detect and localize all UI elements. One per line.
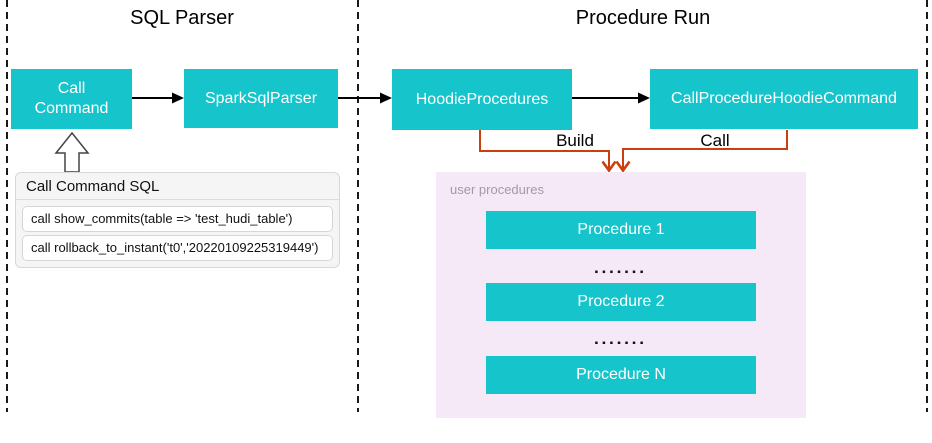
- section-divider-middle: [357, 0, 359, 412]
- section-title-procedure-run: Procedure Run: [575, 7, 711, 29]
- sql-panel-title: Call Command SQL: [16, 173, 339, 200]
- user-procedures-label: user procedures: [450, 182, 544, 197]
- node-procedure-1: Procedure 1: [486, 211, 756, 249]
- arrow-call-command-to-parser-icon: [132, 92, 184, 104]
- node-spark-sql-parser: SparkSqlParser: [184, 69, 338, 128]
- hollow-up-arrow-icon: [54, 131, 90, 173]
- call-edge-label: Call: [700, 131, 730, 150]
- node-procedure-n: Procedure N: [486, 356, 756, 394]
- sql-row-rollback-to-instant: call rollback_to_instant('t0','202201092…: [22, 235, 333, 261]
- arrow-parser-to-hoodie-procedures-icon: [338, 92, 392, 104]
- call-command-sql-panel: Call Command SQL call show_commits(table…: [15, 172, 340, 268]
- user-procedures-panel: user procedures Procedure 1 ▪▪▪▪▪▪▪ Proc…: [436, 172, 806, 418]
- ellipsis-row: ▪▪▪▪▪▪▪: [594, 338, 648, 349]
- node-call-command: Call Command: [11, 69, 132, 129]
- node-hoodie-procedures: HoodieProcedures: [392, 69, 572, 130]
- build-edge-label: Build: [556, 131, 594, 150]
- sql-row-list: call show_commits(table => 'test_hudi_ta…: [16, 200, 339, 267]
- arrow-hoodie-to-call-procedure-icon: [572, 92, 650, 104]
- section-divider-left: [6, 0, 8, 412]
- node-call-procedure-hoodie-command: CallProcedureHoodieCommand: [650, 69, 918, 129]
- section-title-sql-parser: SQL Parser: [130, 7, 234, 29]
- sql-row-show-commits: call show_commits(table => 'test_hudi_ta…: [22, 206, 333, 232]
- section-divider-right: [926, 0, 928, 412]
- node-procedure-2: Procedure 2: [486, 283, 756, 321]
- ellipsis-row: ▪▪▪▪▪▪▪: [594, 267, 648, 278]
